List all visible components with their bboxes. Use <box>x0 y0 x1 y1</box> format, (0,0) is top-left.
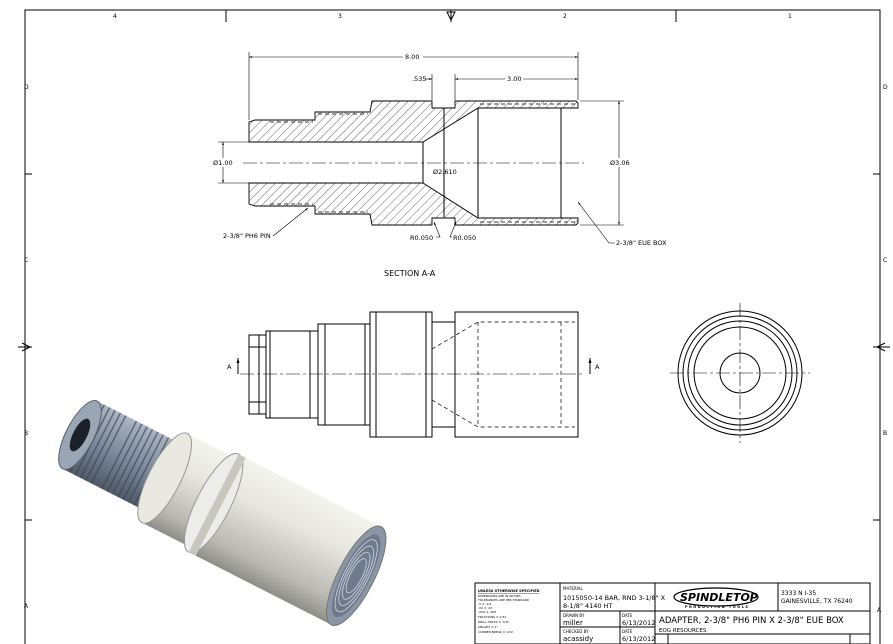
company-logo: SPINDLETOP PRODUCTION TOOLS <box>673 587 759 609</box>
zone-col-1: 1 <box>788 13 792 20</box>
side-view: A A <box>227 311 600 438</box>
note-line: .X ± .1/4 <box>478 602 491 606</box>
note-line: DRILL HOLES ± 1/32 <box>478 620 509 624</box>
drawn-date-label: DATE <box>622 613 633 618</box>
note-line: .XXX ± .005 <box>478 610 496 614</box>
callout-pin-thread: 2-3/8" PH6 PIN <box>223 232 271 240</box>
zone-row-d-right: D <box>883 84 888 91</box>
address-line-1: 3333 N I-35 <box>781 590 816 597</box>
section-marker-right: A <box>595 363 600 371</box>
drawn-by-label: DRAWN BY <box>563 613 585 618</box>
notes-lines: DIMENSIONS ARE IN INCHES TOLERANCES ARE … <box>477 594 530 634</box>
dim-box-length: 3.00 <box>507 75 521 83</box>
sheet-border <box>18 9 890 644</box>
isometric-render <box>58 400 387 626</box>
material-line-1: 1015050-14 BAR, RND 3-1/8" X <box>563 594 666 602</box>
dim-radius-left: R0.050 <box>410 234 433 242</box>
dim-groove-diameter: Ø2.610 <box>433 168 457 176</box>
note-line: TOLERANCES ARE PER STANDARD <box>477 598 530 602</box>
notes-heading: UNLESS OTHERWISE SPECIFIED <box>478 589 540 593</box>
dim-outer-diameter: Ø3.06 <box>610 159 630 167</box>
dim-radius-right: R0.050 <box>453 234 476 242</box>
note-line: ANGLES ± 1° <box>478 625 498 629</box>
note-line: DIMENSIONS ARE IN INCHES <box>478 594 521 598</box>
drawn-by: miller <box>563 619 583 627</box>
note-line: .XX ± .03 <box>478 606 492 610</box>
zone-labels: 4 3 2 1 D C B A D C B A <box>24 13 888 614</box>
zone-row-c-left: C <box>24 257 28 264</box>
checked-by: acassidy <box>563 635 593 643</box>
logo-text: SPINDLETOP <box>680 591 758 604</box>
section-title: SECTION A-A <box>384 269 436 278</box>
note-line: FRACTIONS ± 1/32 <box>478 615 506 619</box>
zone-row-a-right: A <box>877 607 882 614</box>
center-mark-left-icon <box>18 342 32 352</box>
zone-col-3: 3 <box>338 13 342 20</box>
section-lower-wall <box>248 182 579 226</box>
checked-date-label: DATE <box>622 629 633 634</box>
zone-row-b-right: B <box>883 430 887 437</box>
logo-subtext: PRODUCTION TOOLS <box>685 605 749 609</box>
checked-date: 6/13/2012 <box>622 635 655 643</box>
zone-row-b-left: B <box>24 430 28 437</box>
drawn-date: 6/13/2012 <box>622 619 655 627</box>
customer-name: EOG RESOURCES <box>659 628 707 634</box>
part-title: ADAPTER, 2-3/8" PH6 PIN X 2-3/8" EUE BOX <box>659 616 844 626</box>
dim-groove-width: .535 <box>412 75 426 83</box>
end-view <box>670 303 810 443</box>
checked-by-label: CHECKED BY <box>563 629 589 634</box>
zone-col-2: 2 <box>563 13 567 20</box>
zone-row-d-left: D <box>24 84 29 91</box>
zone-col-4: 4 <box>113 13 117 20</box>
zone-row-a-left: A <box>24 603 29 610</box>
zone-row-c-right: C <box>883 257 887 264</box>
callout-box-thread: 2-3/8" EUE BOX <box>616 239 667 247</box>
center-mark-right-icon <box>875 342 890 352</box>
address-line-2: GAINESVILLE, TX 76240 <box>781 598 853 605</box>
section-marker-left: A <box>227 363 232 371</box>
title-block: UNLESS OTHERWISE SPECIFIED DIMENSIONS AR… <box>474 582 871 644</box>
dim-bore-diameter: Ø1.00 <box>213 159 233 167</box>
section-view: 8.00 .535 3.00 Ø1.00 Ø3.06 Ø2.610 R0.050… <box>213 52 667 278</box>
note-line: CORNER BREAK ± 1/32 <box>478 630 513 634</box>
center-mark-top-icon <box>446 11 456 22</box>
material-line-2: 8-1/8" 4140 HT <box>563 602 612 610</box>
section-upper-wall <box>248 100 579 143</box>
thread-marks <box>270 103 575 223</box>
material-label: MATERIAL <box>563 586 584 591</box>
dim-overall-length: 8.00 <box>405 53 419 61</box>
